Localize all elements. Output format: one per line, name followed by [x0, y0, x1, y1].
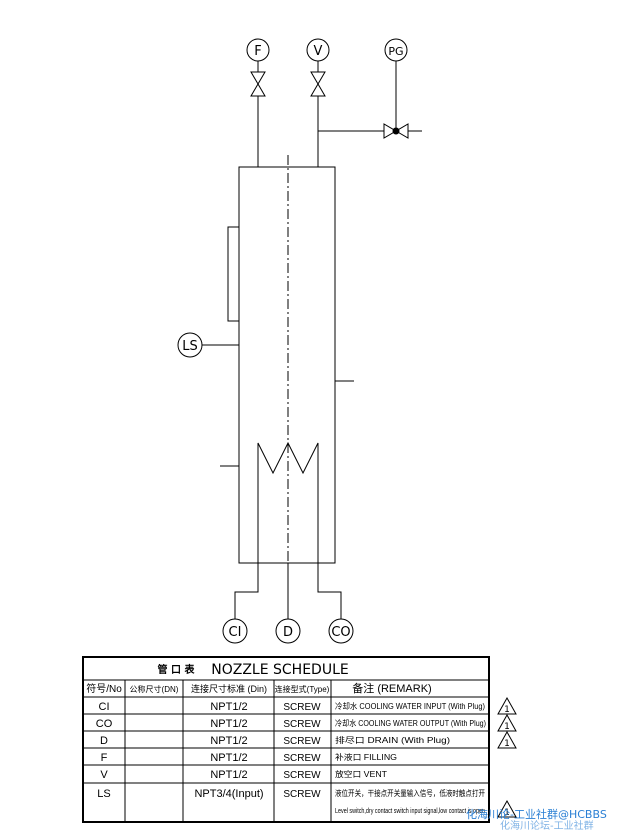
- row-5-no: LS: [97, 788, 110, 800]
- bottom-nozzles: [222, 563, 354, 644]
- row-3-no: F: [101, 752, 108, 764]
- vessel-shell: [238, 166, 336, 564]
- nozzle-f-label: F: [254, 44, 261, 59]
- row-5-din: NPT3/4(Input): [194, 788, 263, 800]
- cooling-coil: [257, 441, 319, 592]
- row-1-no: CO: [96, 718, 113, 730]
- nozzle-ls-label: LS: [182, 339, 198, 354]
- watermark-line1: 化海川论-工业社群@HCBBS: [466, 807, 607, 821]
- revision-mark-2: 1: [504, 739, 510, 749]
- co-bubble: [328, 618, 354, 644]
- row-3-din: NPT1/2: [210, 752, 247, 764]
- nozzle-co-label: CO: [331, 625, 350, 640]
- nozzle-v-label: V: [314, 44, 323, 59]
- ci-bubble: [222, 618, 248, 644]
- level-gauge: [227, 226, 240, 322]
- revision-mark-1: 1: [504, 722, 510, 732]
- valve-icon: [383, 123, 397, 139]
- revision-mark-0: 1: [504, 705, 510, 715]
- row-1-din: NPT1/2: [210, 718, 247, 730]
- nozzle-ci-label: CI: [229, 625, 242, 640]
- row-4-din: NPT1/2: [210, 769, 247, 781]
- row-2-din: NPT1/2: [210, 735, 247, 747]
- header-dn: 公称尺寸(DN): [130, 684, 179, 694]
- revision-mark-3: 1: [504, 808, 510, 818]
- header-din: 连接尺寸标准 (Din): [191, 683, 267, 694]
- watermark-line2: 化海川论坛-工业社群: [500, 819, 594, 831]
- row-5-remark: 液位开关，干接点开关量输入信号，低液时触点打开: [335, 788, 485, 798]
- table-border: [82, 656, 490, 823]
- row-5-type: SCREW: [283, 789, 321, 800]
- gauge-stem-dot: [392, 127, 400, 135]
- row-1-remark: 冷却水 COOLING WATER OUTPUT (With Plug): [335, 718, 486, 728]
- header-type: 连接型式(Type): [275, 684, 330, 694]
- valve-icon: [310, 71, 326, 85]
- row-1-type: SCREW: [283, 719, 321, 730]
- schedule-title-cn: 管 口 表: [158, 663, 196, 676]
- row-2-no: D: [100, 735, 108, 747]
- revision-triangle-icon: [497, 799, 517, 818]
- row-3-type: SCREW: [283, 753, 321, 764]
- revision-marks: [497, 696, 517, 818]
- row-0-no: CI: [99, 701, 110, 713]
- row-0-remark: 冷却水 COOLING WATER INPUT (With Plug): [335, 701, 485, 711]
- row-2-type: SCREW: [283, 736, 321, 747]
- nozzle-d-label: D: [283, 625, 293, 640]
- row-4-remark: 放空口 VENT: [335, 769, 387, 779]
- pressure-gauge-assembly: [383, 38, 422, 139]
- ls-assembly: [177, 332, 239, 358]
- row-0-din: NPT1/2: [210, 701, 247, 713]
- valve-icon: [310, 83, 326, 97]
- nozzle-pg-label: PG: [388, 45, 403, 58]
- nozzle-schedule-table: [82, 656, 490, 823]
- vessel: [220, 155, 354, 612]
- nozzle-v-assembly: [306, 38, 384, 167]
- header-no: 符号/No: [86, 682, 122, 695]
- header-remark: 备注 (REMARK): [352, 681, 431, 695]
- row-4-type: SCREW: [283, 770, 321, 781]
- revision-triangle-icon: [497, 730, 517, 749]
- valve-icon: [250, 71, 266, 85]
- nozzle-f-assembly: [246, 38, 270, 167]
- row-5-remark-en: Level switch,dry contact switch input si…: [335, 808, 485, 815]
- row-0-type: SCREW: [283, 702, 321, 713]
- schedule-title-en: NOZZLE SCHEDULE: [211, 662, 348, 678]
- valve-icon: [250, 83, 266, 97]
- row-3-remark: 补液口 FILLING: [335, 752, 397, 762]
- row-2-remark: 排尽口 DRAIN (With Plug): [335, 735, 450, 745]
- d-bubble: [275, 618, 301, 644]
- row-4-no: V: [100, 769, 108, 781]
